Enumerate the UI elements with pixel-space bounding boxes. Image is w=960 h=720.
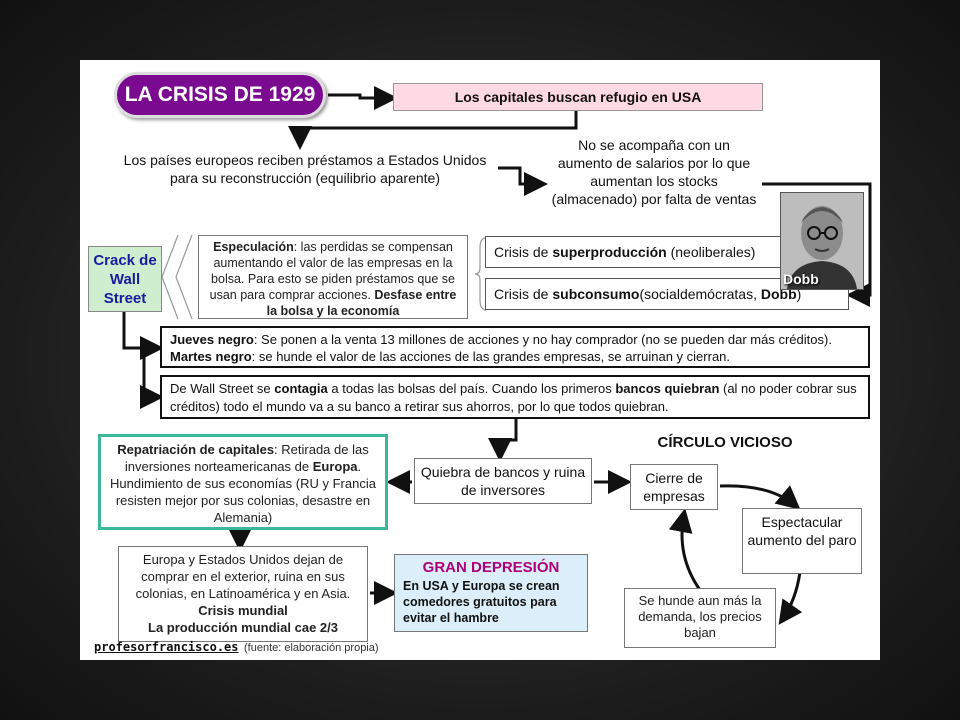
- dobb-photo: Dobb: [780, 192, 864, 290]
- contagio-bold: contagia: [274, 381, 328, 396]
- crisis-mundial-bold: Crisis mundial: [198, 603, 288, 618]
- quiebra-box: Quiebra de bancos y ruina de inversores: [414, 458, 592, 504]
- gran-depresion-text: En USA y Europa se crean comedores gratu…: [403, 579, 560, 625]
- europa-bold: Europa: [312, 459, 358, 474]
- portrait-illustration: [781, 193, 863, 289]
- europa-box: Europa y Estados Unidos dejan de comprar…: [118, 546, 368, 642]
- page-title: LA CRISIS DE 1929: [114, 72, 326, 118]
- subconsumo-post: ): [796, 286, 802, 302]
- gran-depresion-box: GRAN DEPRESIÓN En USA y Europa se crean …: [394, 554, 588, 632]
- especulacion-bold: Especulación: [213, 240, 294, 254]
- contagio-t2: a todas las bolsas del país. Cuando los …: [327, 381, 616, 396]
- footer-source: (fuente: elaboración propia): [244, 642, 379, 654]
- crack-box: Crack de Wall Street: [88, 246, 162, 312]
- demanda-box: Se hunde aun más la demanda, los precios…: [624, 588, 776, 648]
- contagio-t1: De Wall Street se: [170, 381, 275, 396]
- especulacion-text: : las perdidas se compensan aumentando e…: [209, 240, 455, 302]
- cierre-box: Cierre de empresas: [630, 464, 718, 510]
- martes-text: : se hunde el valor de las acciones de l…: [251, 349, 731, 364]
- martes-bold: Martes negro: [170, 349, 252, 364]
- subconsumo-bold: subconsumo: [552, 286, 640, 302]
- subconsumo-pre: Crisis de: [494, 286, 553, 302]
- superproduccion-post: (neoliberales): [666, 244, 756, 260]
- repatriacion-box: Repatriación de capitales: Retirada de l…: [98, 434, 388, 530]
- paro-box: Espectacular aumento del paro: [742, 508, 862, 574]
- repatriacion-bold: Repatriación de capitales: [117, 442, 275, 457]
- jueves-negro-box: Jueves negro: Se ponen a la venta 13 mil…: [160, 326, 870, 368]
- superproduccion-box: Crisis de superproducción (neoliberales): [485, 236, 785, 268]
- gran-depresion-title: GRAN DEPRESIÓN: [422, 559, 560, 576]
- circulo-vicioso-title: CÍRCULO VICIOSO: [657, 434, 793, 451]
- produccion-bold: La producción mundial cae 2/3: [148, 620, 338, 635]
- especulacion-box: Especulación: las perdidas se compensan …: [198, 235, 468, 319]
- connector-arrows: [122, 86, 872, 625]
- superproduccion-pre: Crisis de: [494, 244, 553, 260]
- prestamos-text: Los países europeos reciben préstamos a …: [123, 152, 487, 186]
- no-salarios-text: No se acompaña con un aumento de salario…: [551, 137, 757, 207]
- photo-caption: Dobb: [783, 271, 819, 287]
- bancos-bold: bancos quiebran: [615, 381, 720, 396]
- repatriacion-t2: . Hundimiento de sus economías (RU y Fra…: [110, 459, 376, 525]
- contagio-box: De Wall Street se contagia a todas las b…: [160, 375, 870, 419]
- slide: LA CRISIS DE 1929 Los capitales buscan r…: [80, 60, 880, 660]
- refugio-box: Los capitales buscan refugio en USA: [393, 83, 763, 111]
- footer-site: profesorfrancisco.es: [94, 640, 239, 654]
- subconsumo-mid: (socialdemócratas,: [639, 286, 761, 302]
- subconsumo-box: Crisis de subconsumo(socialdemócratas, D…: [485, 278, 849, 310]
- contagio-t3: (al no poder cobrar sus créditos) todo e…: [170, 381, 857, 414]
- subconsumo-bold2: Dobb: [760, 286, 797, 302]
- desfase-bold: Desfase entre la bolsa y la economía: [266, 288, 457, 318]
- repatriacion-t1: : Retirada de las inversiones norteameri…: [124, 442, 369, 474]
- jueves-bold: Jueves negro: [170, 332, 254, 347]
- superproduccion-bold: superproducción: [552, 244, 667, 260]
- jueves-text: : Se ponen a la venta 13 millones de acc…: [253, 332, 832, 347]
- europa-text: Europa y Estados Unidos dejan de comprar…: [135, 552, 351, 601]
